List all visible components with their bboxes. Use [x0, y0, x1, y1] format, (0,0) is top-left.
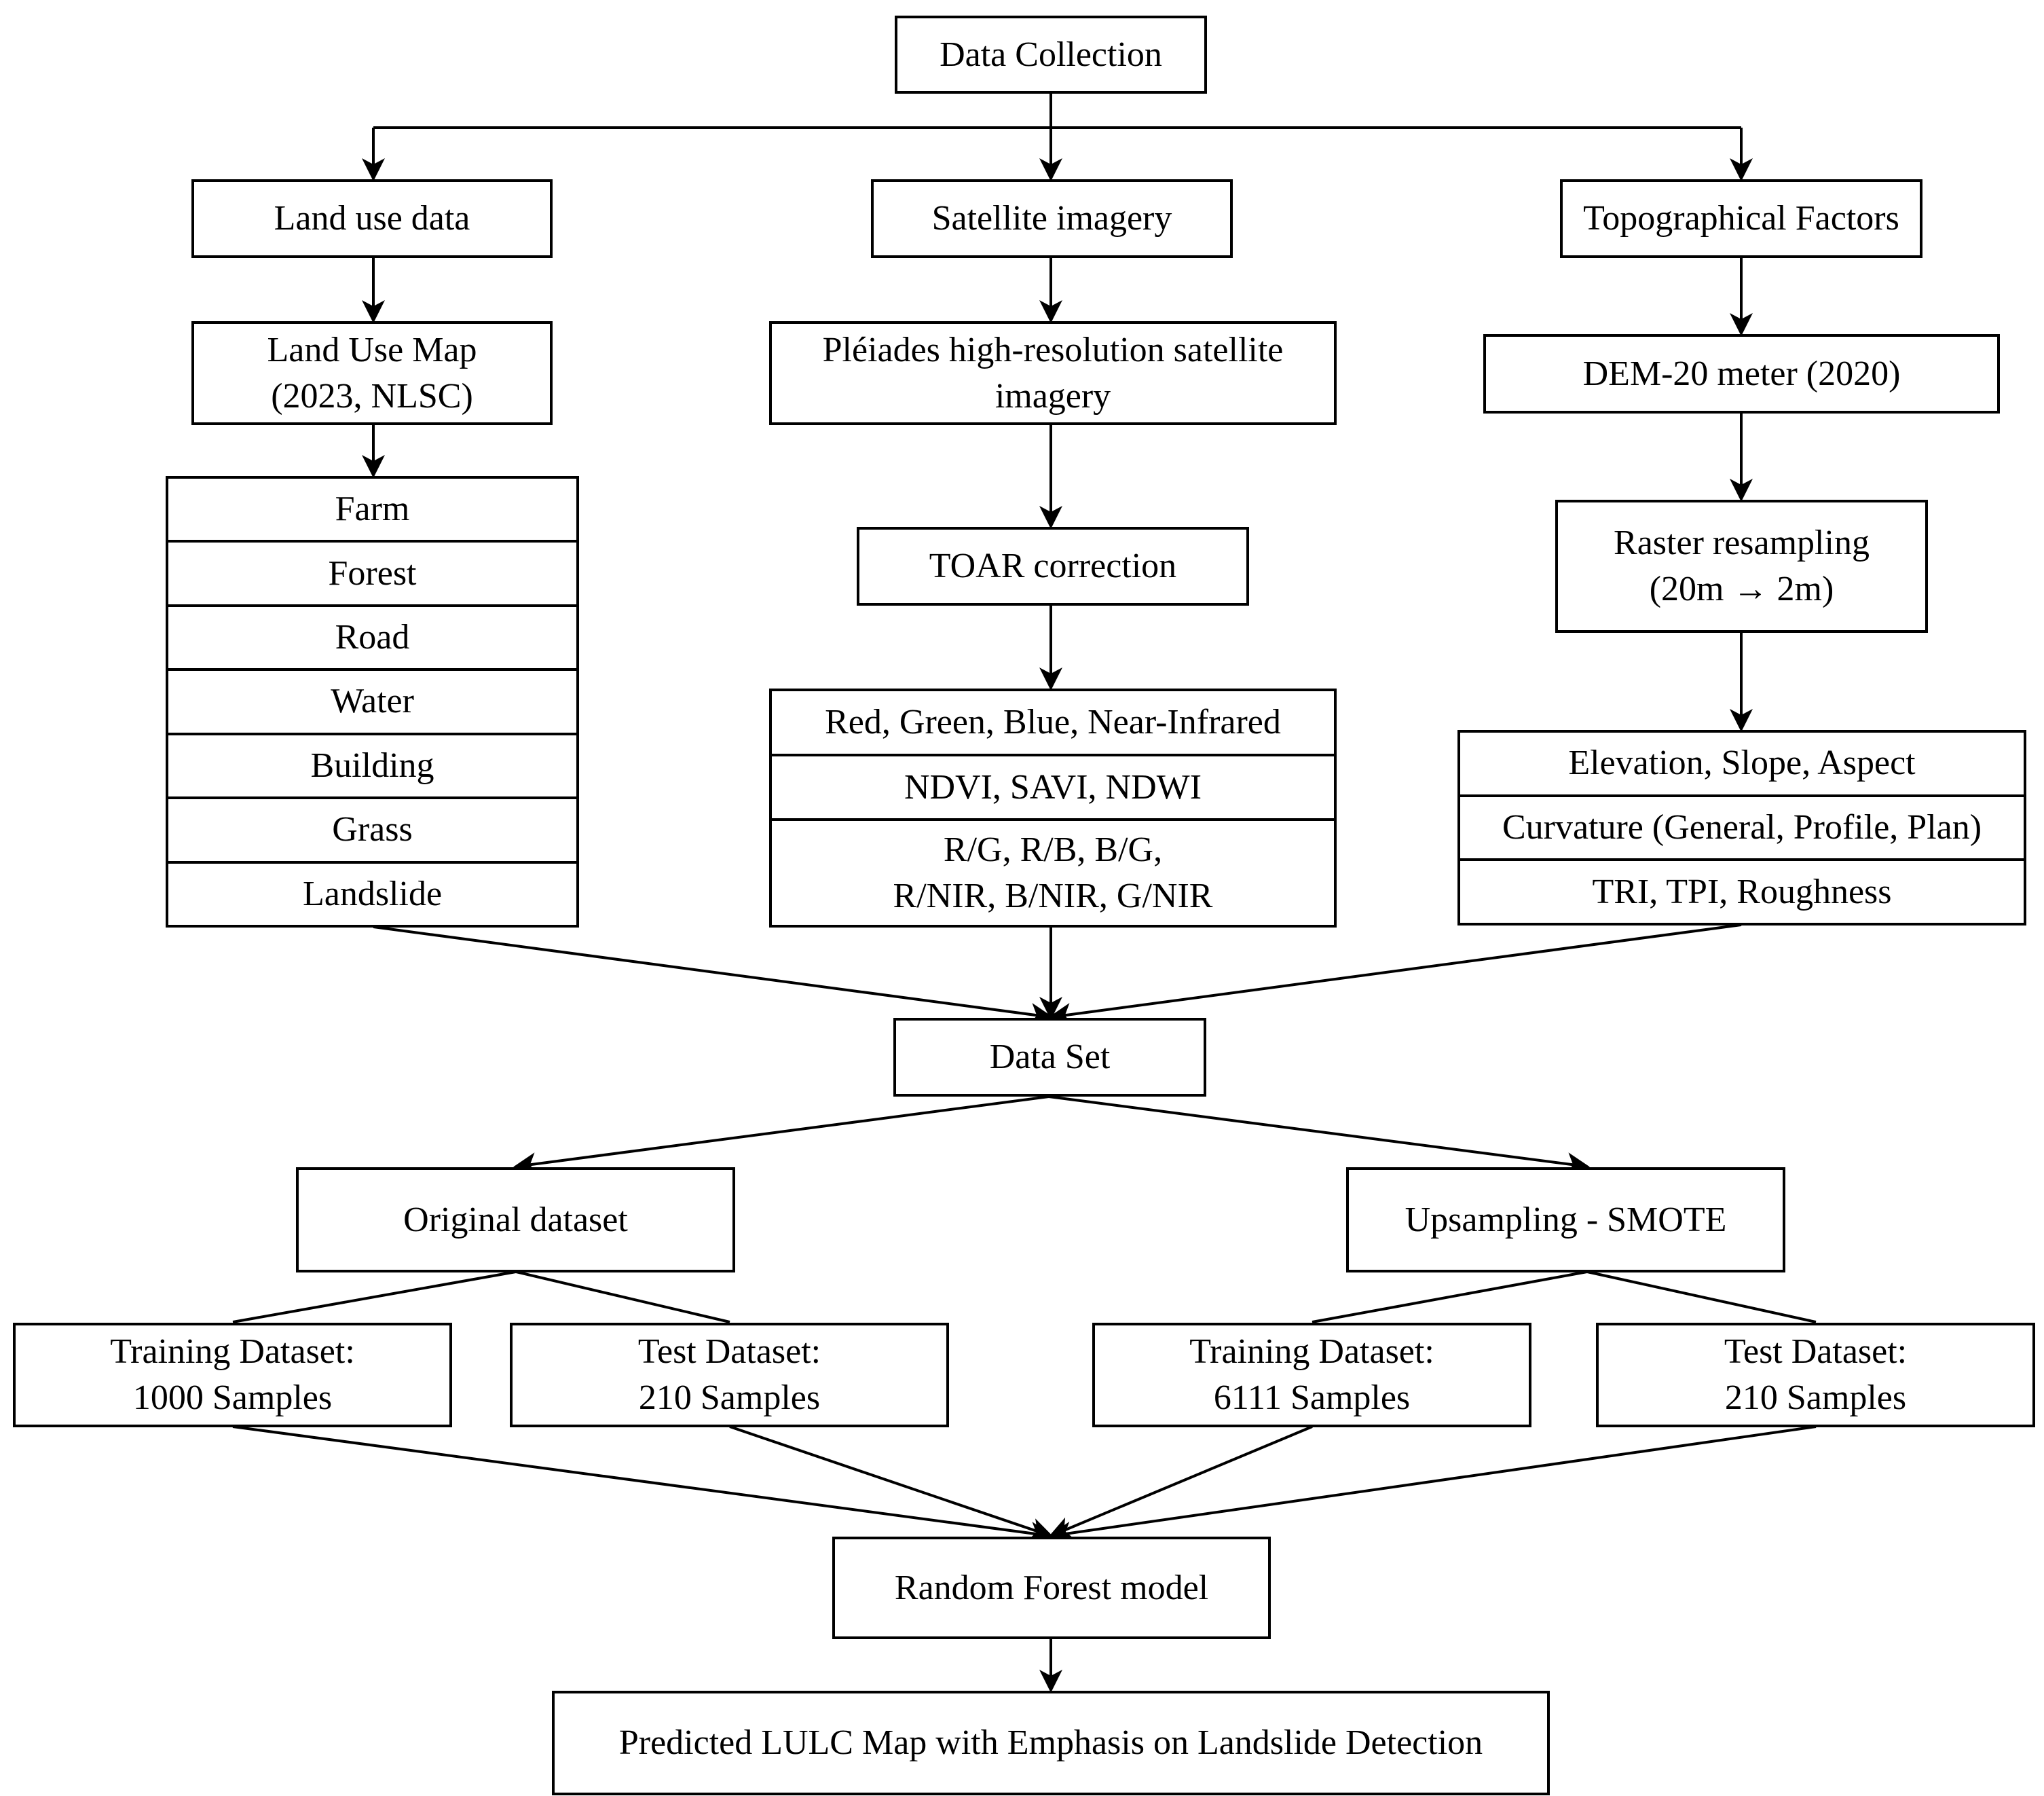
land-class-water: Water: [168, 668, 576, 732]
land-class-forest: Forest: [168, 540, 576, 604]
land-class-road: Road: [168, 604, 576, 668]
land-class-grass: Grass: [168, 796, 576, 860]
raster-resampling-box: Raster resampling (20m → 2m): [1555, 500, 1928, 633]
spectral-bands: Red, Green, Blue, Near-Infrared: [825, 702, 1281, 741]
arrow-orig-train-to-model: [232, 1425, 1054, 1545]
connector-original-to-train: [232, 1270, 517, 1323]
smote-test-dataset-box: Test Dataset: 210 Samples: [1596, 1323, 2035, 1427]
original-test-dataset-box: Test Dataset: 210 Samples: [510, 1323, 949, 1427]
original-training-dataset-box: Training Dataset: 1000 Samples: [13, 1323, 452, 1427]
arrow-topo-to-dataset: [1048, 923, 1742, 1026]
dem-box: DEM-20 meter (2020): [1483, 334, 2000, 414]
terrain-curvature: Curvature (General, Profile, Plan): [1460, 794, 2024, 859]
pleiades-imagery-box: Pléiades high-resolution satellite image…: [769, 321, 1337, 425]
arrow-smote-train-to-model: [1048, 1425, 1313, 1539]
arrow-to-smote: [1048, 1095, 1590, 1175]
terrain-elevation-slope-aspect: Elevation, Slope, Aspect: [1568, 744, 1916, 783]
predicted-lulc-map-box: Predicted LULC Map with Emphasis on Land…: [552, 1691, 1550, 1795]
spectral-indices: NDVI, SAVI, NDWI: [772, 753, 1334, 819]
land-class-landslide: Landslide: [168, 860, 576, 925]
connector-smote-to-test: [1586, 1270, 1817, 1323]
random-forest-model-box: Random Forest model: [832, 1537, 1271, 1639]
data-set-box: Data Set: [893, 1018, 1206, 1097]
land-classes-table: Farm Forest Road Water Building Grass La…: [166, 476, 579, 928]
topographical-factors-box: Topographical Factors: [1560, 179, 1922, 258]
smote-training-dataset-box: Training Dataset: 6111 Samples: [1092, 1323, 1531, 1427]
satellite-imagery-box: Satellite imagery: [871, 179, 1233, 258]
spectral-features-table: Red, Green, Blue, Near-Infrared NDVI, SA…: [769, 689, 1337, 928]
terrain-roughness-indices: TRI, TPI, Roughness: [1460, 858, 2024, 923]
smote-box: Upsampling - SMOTE: [1346, 1167, 1785, 1272]
arrow-to-original-dataset: [513, 1095, 1049, 1175]
land-class-building: Building: [168, 732, 576, 796]
arrow-land-to-dataset: [373, 926, 1054, 1026]
toar-correction-box: TOAR correction: [857, 527, 1249, 606]
land-use-map-box: Land Use Map (2023, NLSC): [191, 321, 553, 425]
data-collection-box: Data Collection: [895, 16, 1207, 94]
arrow-orig-test-to-model: [729, 1425, 1054, 1541]
terrain-features-table: Elevation, Slope, Aspect Curvature (Gene…: [1457, 730, 2026, 926]
connector-original-to-test: [515, 1270, 730, 1323]
band-ratios: R/G, R/B, B/G, R/NIR, B/NIR, G/NIR: [772, 818, 1334, 925]
land-use-data-box: Land use data: [191, 179, 553, 258]
connector-smote-to-train: [1312, 1270, 1588, 1323]
land-class-farm: Farm: [335, 490, 410, 529]
arrow-smote-test-to-model: [1048, 1425, 1817, 1545]
original-dataset-box: Original dataset: [296, 1167, 735, 1272]
